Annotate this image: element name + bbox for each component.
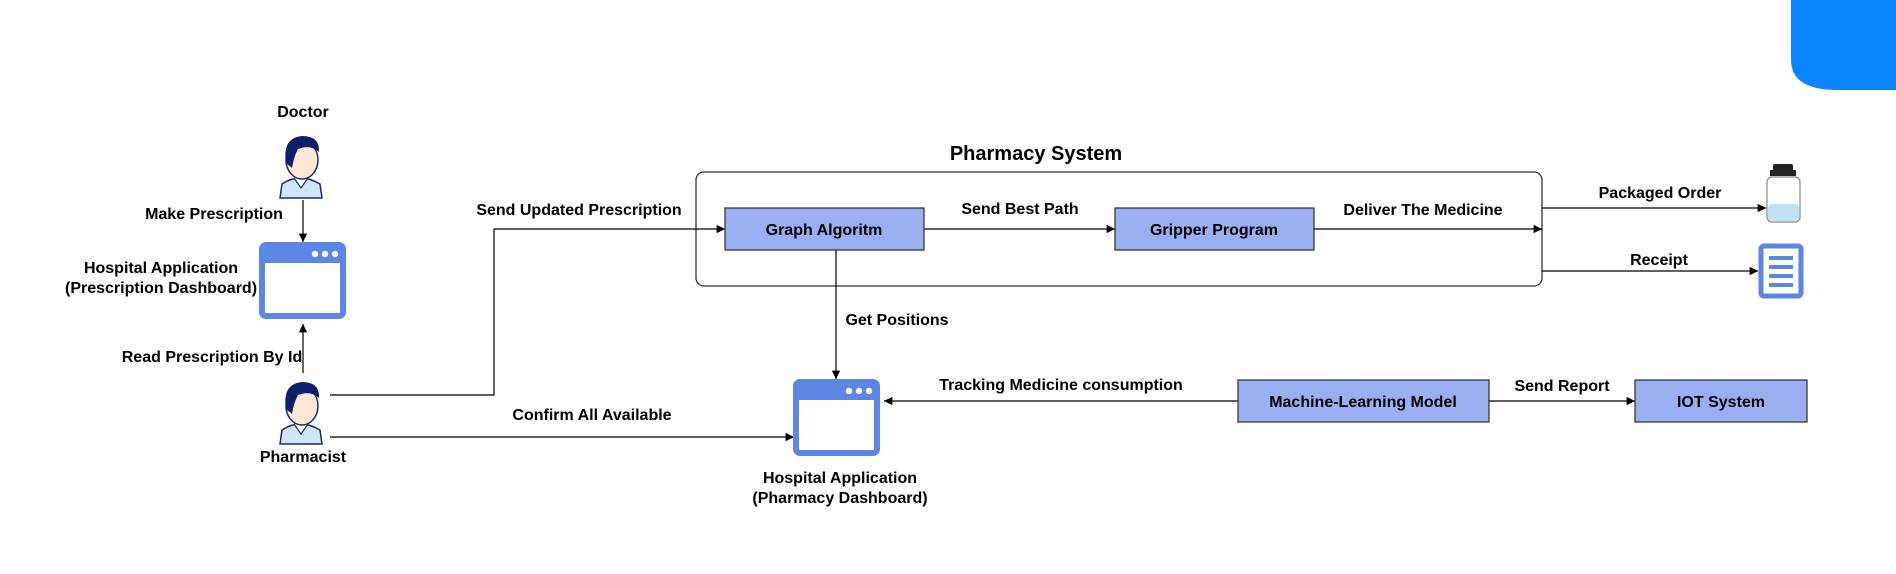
ml-model-label: Machine-Learning Model [1269, 394, 1457, 411]
edge-label-get-positions: Get Positions [845, 312, 948, 329]
receipt-icon [1758, 243, 1804, 299]
edge-label-make-prescription: Make Prescription [145, 206, 283, 223]
edge-label-packaged-order: Packaged Order [1599, 185, 1722, 202]
doctor-icon [279, 135, 323, 199]
gripper-program-box: Gripper Program [1114, 207, 1315, 251]
doctor-label: Doctor [277, 104, 329, 121]
pharmacy-dashboard-label-line2: (Pharmacy Dashboard) [752, 490, 927, 507]
graph-algorithm-box: Graph Algoritm [724, 207, 925, 251]
iot-system-box: IOT System [1634, 379, 1808, 423]
prescription-dashboard-window-icon [262, 245, 343, 316]
gripper-program-label: Gripper Program [1150, 222, 1278, 239]
prescription-dashboard-label-line2: (Prescription Dashboard) [65, 280, 257, 297]
edges [298, 200, 1766, 442]
edge-label-deliver-medicine: Deliver The Medicine [1343, 202, 1502, 219]
corner-accent-shape [1791, 0, 1896, 90]
edge-label-confirm-all-available: Confirm All Available [512, 407, 671, 424]
ml-model-box: Machine-Learning Model [1237, 379, 1490, 423]
pharmacy-dashboard-label-line1: Hospital Application [763, 470, 917, 487]
edge-label-send-report: Send Report [1514, 378, 1610, 395]
graph-algorithm-label: Graph Algoritm [766, 222, 883, 239]
prescription-dashboard-label-line1: Hospital Application [84, 260, 238, 277]
medicine-bottle-icon [1766, 164, 1801, 223]
pharmacist-icon [279, 381, 323, 445]
edge-label-send-best-path: Send Best Path [961, 201, 1078, 218]
pharmacy-system-title: Pharmacy System [950, 143, 1122, 165]
edge-label-send-updated-prescription: Send Updated Prescription [476, 202, 681, 219]
edge-label-read-prescription: Read Prescription By Id [122, 349, 303, 366]
pharmacy-dashboard-window-icon [796, 382, 877, 453]
edge-label-tracking-consumption: Tracking Medicine consumption [939, 377, 1183, 394]
iot-system-label: IOT System [1677, 394, 1765, 411]
edge-label-receipt: Receipt [1630, 252, 1688, 269]
pharmacist-label: Pharmacist [260, 449, 347, 466]
